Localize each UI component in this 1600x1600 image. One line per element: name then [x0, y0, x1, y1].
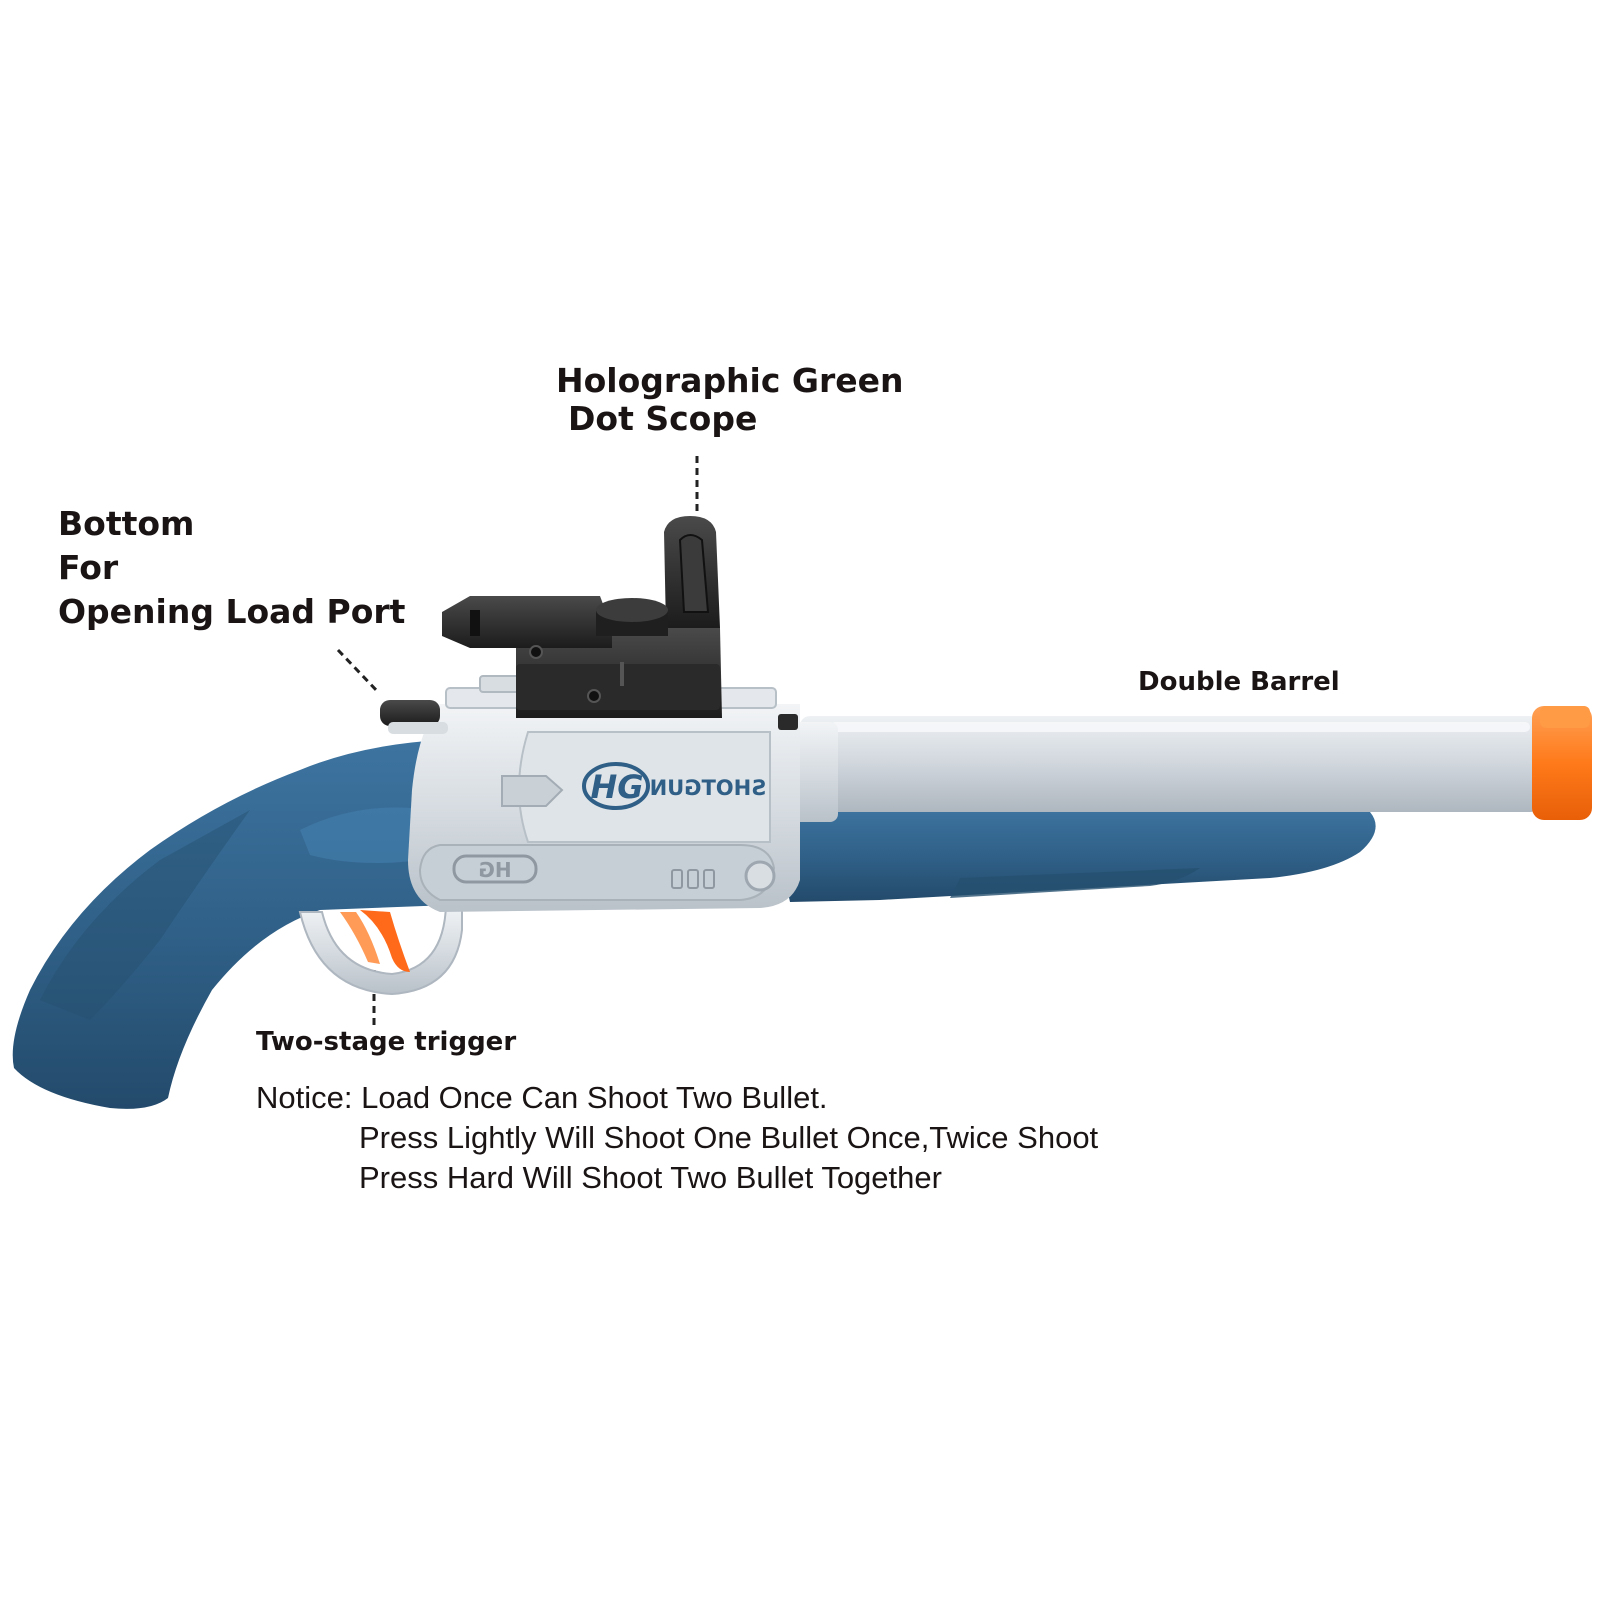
scope-knob-cap: [596, 598, 668, 622]
logo-ring: [582, 762, 650, 810]
receiver-lower-panel: [418, 844, 776, 901]
trigger: [360, 910, 410, 972]
rail-front-stud: [778, 714, 798, 730]
scope-screw-2: [587, 689, 601, 703]
scope-mount-block: [516, 664, 720, 710]
load-port-leader-line: [336, 648, 380, 694]
forend-grip-texture: [950, 868, 1200, 898]
load-label-line2: For: [58, 548, 119, 587]
barrel-callout-label: Double Barrel: [1138, 667, 1340, 697]
scope-rear-housing: [442, 596, 612, 648]
trigger-callout-label: Two-stage trigger: [256, 1027, 517, 1057]
logo-text: HG: [590, 768, 643, 806]
frame-slot-1: [671, 869, 683, 889]
scope-rear-slot: [470, 610, 480, 636]
frame-slot-2: [687, 869, 699, 889]
notice-line3: Press Hard Will Shoot Two Bullet Togethe…: [359, 1160, 942, 1195]
frame-slot-3: [703, 869, 715, 889]
scope-lens-window: [678, 534, 710, 613]
scope-screw-1: [529, 645, 543, 659]
load-port-callout-label: Bottom For Opening Load Port: [58, 502, 405, 634]
load-port-button-body: [380, 700, 440, 726]
forend: [770, 808, 1376, 902]
grip-texture: [40, 810, 250, 1020]
scope-side-tick: [620, 662, 624, 686]
trigger-rear: [340, 912, 380, 964]
load-label-line3: Opening Load Port: [58, 592, 406, 631]
barrel-highlight: [830, 722, 1530, 732]
grip-groove: [300, 807, 434, 864]
scope-callout-label: Holographic Green Dot Scope: [556, 362, 904, 438]
scope-label-line2: Dot Scope: [568, 398, 758, 438]
usage-notice: Notice: Load Once Can Shoot Two Bullet. …: [256, 1078, 1098, 1198]
orange-muzzle-tip: [1532, 706, 1592, 820]
load-label-line1: Bottom: [58, 504, 195, 543]
orange-muzzle-cap: [1540, 706, 1590, 728]
frame-badge-text: HG: [478, 858, 511, 882]
load-port-button-base: [388, 722, 448, 734]
model-text: SHOTGUN: [650, 776, 767, 800]
frame-pin: [744, 860, 776, 892]
frame-latch: [501, 775, 564, 807]
notice-line2: Press Lightly Will Shoot One Bullet Once…: [359, 1120, 1099, 1155]
scope-label-line1: Holographic Green: [556, 361, 904, 400]
notice-line1: Notice: Load Once Can Shoot Two Bullet.: [256, 1080, 828, 1115]
barrel: [800, 716, 1540, 812]
frame-badge: [452, 854, 538, 884]
